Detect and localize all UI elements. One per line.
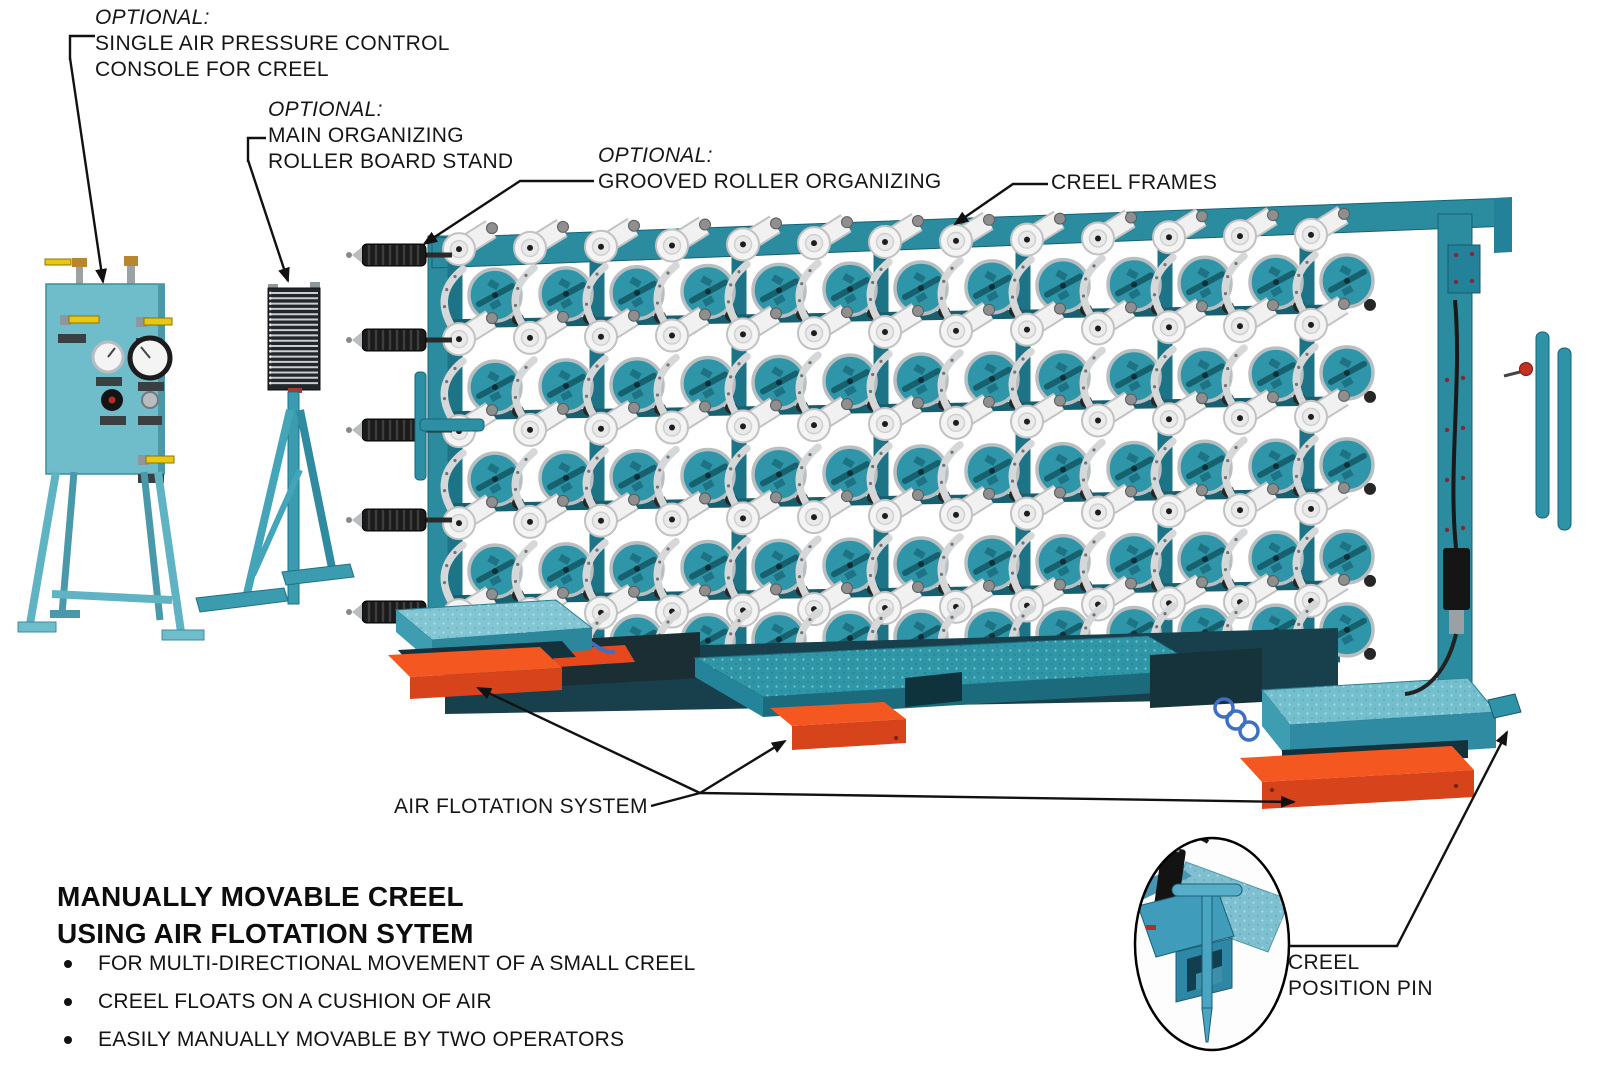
diagram-title: MANUALLY MOVABLE CREEL USING AIR FLOTATI… (57, 881, 474, 949)
filter-regulator (1443, 548, 1470, 610)
callout-air-flotation: AIR FLOTATION SYSTEM (394, 795, 648, 818)
callout-leaders (68, 34, 1509, 948)
handle-bar (1535, 331, 1550, 519)
callout-grooved-roller: OPTIONAL: GROOVED ROLLER ORGANIZING (598, 144, 942, 193)
center-platform (693, 635, 1207, 750)
feature-bullet: CREEL FLOATS ON A CUSHION OF AIR (57, 990, 696, 1013)
inset-pin-handle (1171, 883, 1243, 897)
valve-handle (68, 315, 100, 324)
regulator-knob (141, 391, 159, 409)
console-foot (161, 629, 205, 641)
console-foot (17, 621, 57, 633)
feature-list: FOR MULTI-DIRECTIONAL MOVEMENT OF A SMAL… (57, 952, 696, 1066)
label-plate (58, 334, 86, 343)
console-fitting (76, 262, 83, 288)
stand-foot (281, 563, 355, 586)
end-bracket (1447, 244, 1481, 294)
callout-roller-board: OPTIONAL: MAIN ORGANIZING ROLLER BOARD S… (268, 98, 514, 173)
creel (346, 197, 1572, 809)
leader-creel-frames (953, 182, 1048, 226)
callout-position-pin: CREEL POSITION PIN (1288, 951, 1433, 1000)
handle-bar (1557, 347, 1572, 531)
leader-position-pin (1290, 730, 1509, 948)
callout-console-prefix: OPTIONAL: (95, 6, 210, 29)
valve-handle (44, 258, 72, 266)
position-pin-inset (1133, 836, 1291, 1052)
valve-handle (143, 317, 173, 326)
valve-handle (145, 455, 175, 464)
label-plate (138, 474, 164, 483)
callout-creel-frames: CREEL FRAMES (1051, 171, 1218, 194)
pressure-console (17, 256, 205, 641)
inset-position-pin (1201, 891, 1213, 1011)
roller-board-stand (195, 282, 355, 613)
feature-bullet: EASILY MANUALLY MOVABLE BY TWO OPERATORS (57, 1028, 696, 1051)
stand-leg (296, 409, 338, 579)
stand-foot (195, 587, 289, 613)
leader-roller-board (246, 136, 266, 162)
label-plate (96, 377, 122, 386)
air-pad-left (388, 599, 616, 699)
callout-console: OPTIONAL: SINGLE AIR PRESSURE CONTROL CO… (95, 6, 450, 81)
right-end-hardware (1404, 299, 1572, 696)
air-hose-coil (1213, 697, 1235, 719)
leader-console (68, 34, 95, 60)
console-leg (26, 471, 60, 625)
leader-grooved-roller (422, 179, 594, 246)
air-line (1451, 299, 1460, 549)
callout-roller-board-prefix: OPTIONAL: (268, 98, 383, 121)
inset-circle (1133, 836, 1291, 1052)
feature-bullet: FOR MULTI-DIRECTIONAL MOVEMENT OF A SMAL… (57, 952, 696, 975)
callout-grooved-roller-prefix: OPTIONAL: (598, 144, 713, 167)
console-leg (154, 471, 185, 633)
leader-air-flotation (650, 791, 701, 808)
stand-leg (242, 409, 294, 599)
air-pad-right (1150, 648, 1522, 809)
label-plate (138, 416, 162, 425)
red-valve-knob (1519, 362, 1533, 376)
position-pin-bracket (1487, 693, 1522, 719)
label-plate (100, 416, 126, 425)
air-pad-center (770, 702, 906, 726)
label-plate (138, 382, 164, 391)
